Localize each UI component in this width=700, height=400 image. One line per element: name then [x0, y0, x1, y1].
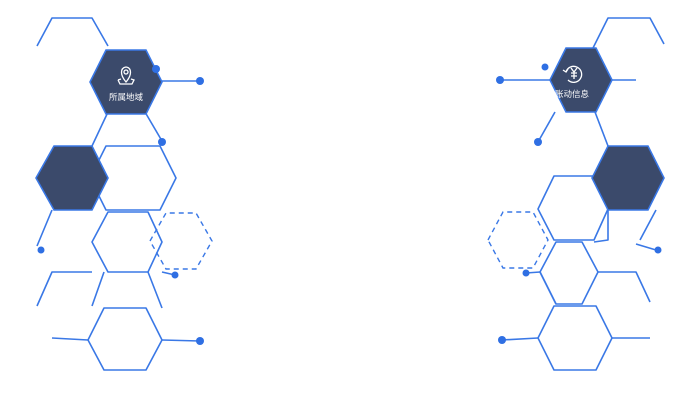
connector-line: [91, 271, 105, 307]
connector-line: [36, 17, 109, 47]
node-label-region: 所属地域: [109, 92, 144, 103]
connector-line: [161, 339, 201, 342]
right-cluster: [500, 17, 665, 371]
connector-line: [36, 271, 92, 307]
connector-line: [144, 111, 163, 142]
connector-dot: [158, 138, 166, 146]
connector-dot: [152, 65, 160, 73]
connector-line: [525, 271, 557, 305]
dashed-hexagon: [487, 211, 549, 269]
connector-dot: [522, 269, 530, 277]
connector-dot: [171, 271, 179, 279]
connector-dot: [498, 336, 506, 344]
connector-dot: [534, 138, 542, 146]
outline-hexagon: [537, 305, 613, 371]
connector-line: [537, 111, 556, 143]
connector-dot: [37, 246, 45, 254]
connector-line: [639, 209, 657, 241]
connector-line: [36, 209, 53, 247]
left-cluster: [36, 17, 201, 371]
connector-dot: [541, 63, 549, 71]
outline-hexagon: [87, 307, 163, 371]
connector-line: [593, 209, 609, 243]
filled-hexagon: [35, 145, 109, 211]
filled-hexagon: [591, 145, 665, 211]
refresh-money-icon: [562, 65, 583, 83]
location-pin-icon: [117, 66, 135, 85]
connector-line: [91, 111, 109, 147]
connector-dot: [196, 77, 204, 85]
connector-line: [147, 271, 163, 309]
outline-hexagon: [91, 211, 163, 273]
connector-line: [592, 17, 665, 49]
connector-line: [51, 337, 89, 341]
node-label-account: 账动信息: [555, 89, 590, 100]
connector-dot: [496, 76, 504, 84]
connector-line: [635, 243, 657, 251]
connector-dot: [196, 337, 204, 345]
left-dots: [37, 65, 204, 345]
connector-line: [598, 271, 651, 303]
outline-hexagon: [539, 241, 599, 305]
right-dots: [496, 63, 662, 344]
connector-dot: [654, 246, 662, 254]
connector-line: [501, 337, 539, 341]
outline-hexagon: [89, 145, 177, 211]
dashed-hexagon: [149, 212, 213, 270]
connector-line: [594, 111, 609, 147]
filled-hexagon-account[interactable]: [549, 47, 613, 113]
